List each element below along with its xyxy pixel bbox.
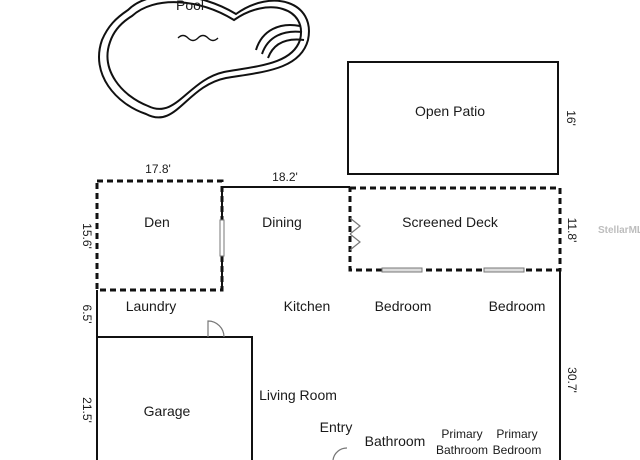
water-wave-icon [177,34,219,42]
watermark: StellarMLS [598,225,640,236]
dimension-patio-depth: 16' [564,110,578,126]
dimension-den-depth: 15.6' [80,223,94,249]
room-label-den: Den [144,214,170,230]
room-label-dining: Dining [262,214,302,230]
door-swing-icon [207,320,225,338]
dimension-garage-depth: 21.5' [80,397,94,423]
dimension-deck-depth: 11.8' [565,218,579,243]
room-label-entry: Entry [320,419,353,435]
entry-door-swing-icon [332,447,348,460]
dimension-den-width: 17.8' [145,162,171,176]
den-outline [95,179,224,292]
french-door-icon [349,217,361,251]
dimension-laundry-depth: 6.5' [80,305,94,324]
open-patio-outline [347,61,559,175]
room-label-screened-deck: Screened Deck [402,214,499,230]
room-label-garage: Garage [144,403,191,419]
pool-outline-inner [106,1,303,110]
room-label-open-patio: Open Patio [415,103,485,119]
room-label-primary-bedroom-line1: Primary [496,427,537,441]
dimension-east-length: 30.7' [565,367,579,393]
room-label-kitchen: Kitchen [284,298,331,314]
room-label-primary-bathroom-line2: Bathroom [436,443,488,457]
room-label-bedroom-2: Bedroom [489,298,546,314]
pool: Pool [98,0,310,119]
room-label-bedroom: Bedroom [375,298,432,314]
sliding-door-markers [219,219,525,273]
pool-outline-outer [98,0,310,119]
room-label-pool: Pool [176,0,204,13]
pool-steps [255,24,305,59]
room-label-primary-bathroom-line1: Primary [441,427,482,441]
room-label-laundry: Laundry [126,298,177,314]
room-label-living-room: Living Room [259,387,337,403]
room-label-primary-bedroom-line2: Bedroom [493,443,542,457]
house-walls [96,186,561,460]
room-label-bathroom: Bathroom [365,433,426,449]
screened-deck-outline [348,186,562,272]
dimension-dining-width: 18.2' [272,170,298,184]
